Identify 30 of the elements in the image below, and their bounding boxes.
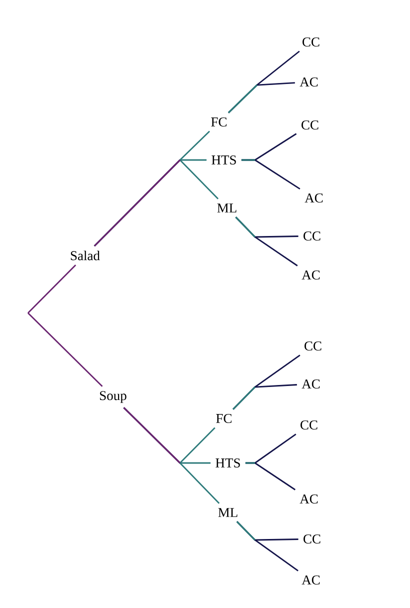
outcome-label: AC xyxy=(302,575,320,585)
branch-label: Soup xyxy=(100,391,126,403)
outcome-label: AC xyxy=(302,379,320,389)
branch-line xyxy=(123,407,181,464)
branch-label: FC xyxy=(211,117,227,127)
branch-label: Salad xyxy=(70,250,100,260)
outcome-label: CC xyxy=(300,420,318,430)
branch-line xyxy=(28,312,103,387)
branch-label: HTS xyxy=(212,155,236,165)
outcome-label: AC xyxy=(304,193,323,203)
outcome-label: CC xyxy=(304,341,322,351)
outcome-label: AC xyxy=(302,270,320,280)
branch-line xyxy=(236,521,256,541)
branch-line xyxy=(94,159,181,247)
branch-line xyxy=(228,84,258,114)
branch-line xyxy=(245,462,255,464)
outcome-label: AC xyxy=(300,77,318,87)
outcome-label: CC xyxy=(302,37,320,47)
branch-line xyxy=(241,159,255,161)
branch-label: FC xyxy=(216,414,232,424)
branch-label: ML xyxy=(218,508,238,517)
branch-line xyxy=(28,264,76,314)
branch-line xyxy=(232,386,256,410)
outcome-label: CC xyxy=(304,534,320,544)
branch-label: HTS xyxy=(216,458,240,468)
branch-line xyxy=(235,216,256,238)
outcome-label: CC xyxy=(304,231,320,241)
outcome-label: AC xyxy=(300,494,318,504)
branch-label: ML xyxy=(217,204,236,212)
outcome-label: CC xyxy=(302,120,318,130)
